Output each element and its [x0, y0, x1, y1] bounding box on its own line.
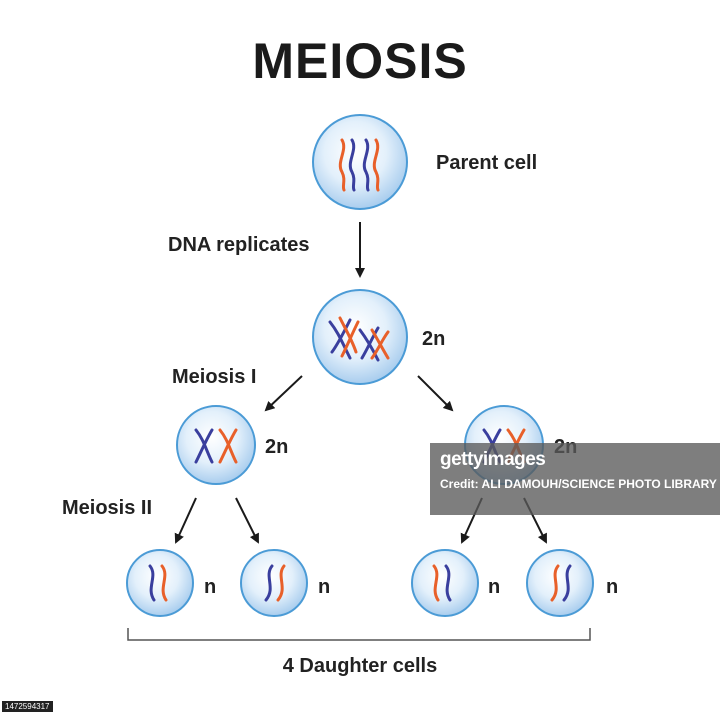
arrow-meiosis-1-right — [417, 375, 454, 412]
daughter-cell-4 — [526, 549, 594, 617]
dna-replicates-label: DNA replicates — [168, 234, 310, 256]
daughter-cell-3 — [411, 549, 479, 617]
replicated-cell — [312, 289, 408, 385]
daughter-cell-1 — [126, 549, 194, 617]
haploid-label-4: n — [606, 576, 619, 598]
parent-cell-label: Parent cell — [436, 152, 538, 174]
stock-id: 1472594317 — [2, 701, 53, 712]
watermark-brand: gettyimages — [440, 449, 546, 470]
daughter-cells-label: 4 Daughter cells — [282, 655, 438, 677]
daughter-cell-2 — [240, 549, 308, 617]
ploidy-label-left: 2n — [265, 436, 289, 458]
arrow-meiosis-2-a — [174, 497, 197, 544]
parent-cell — [312, 114, 408, 210]
haploid-label-2: n — [318, 576, 331, 598]
diagram-title: MEIOSIS — [252, 33, 468, 89]
arrow-meiosis-2-b — [235, 497, 259, 544]
meiosis-1-cell-left — [176, 405, 256, 485]
arrow-meiosis-1-left — [264, 375, 303, 412]
watermark-credit: Credit: ALI DAMOUH/SCIENCE PHOTO LIBRARY — [440, 477, 717, 491]
daughter-bracket — [127, 628, 591, 641]
haploid-label-3: n — [488, 576, 501, 598]
getty-watermark: gettyimages Credit: ALI DAMOUH/SCIENCE P… — [430, 443, 720, 515]
meiosis-2-label: Meiosis II — [62, 497, 153, 519]
haploid-label-1: n — [204, 576, 217, 598]
meiosis-1-label: Meiosis I — [172, 366, 257, 388]
ploidy-label-center: 2n — [422, 328, 446, 350]
